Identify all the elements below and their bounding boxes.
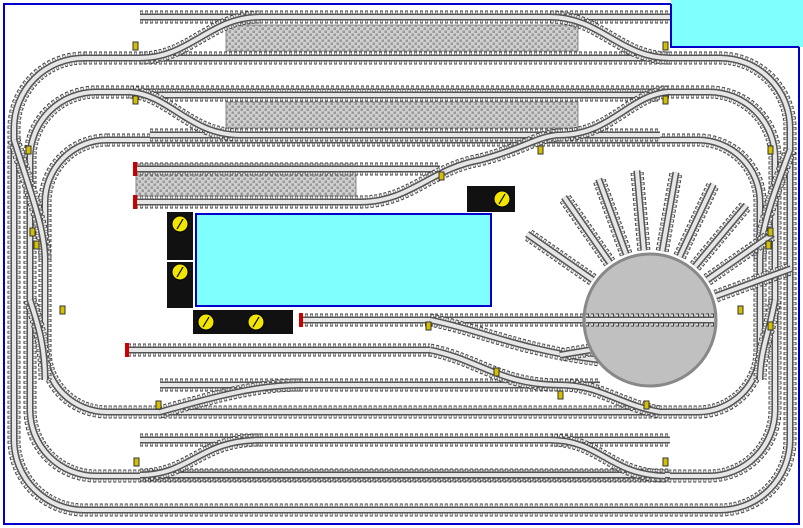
- locomotive: [167, 212, 193, 260]
- crossover-right: [753, 298, 782, 381]
- yard-ladder: [428, 343, 561, 392]
- signal-post: [132, 41, 139, 51]
- signal-post: [33, 240, 40, 250]
- signal-post: [425, 321, 432, 331]
- signal-post: [662, 95, 669, 105]
- signal-post: [537, 145, 544, 155]
- locomotive: [193, 310, 243, 334]
- signal-post: [25, 145, 32, 155]
- signal-post: [132, 95, 139, 105]
- turnout-curve: [549, 10, 671, 65]
- turntable-stall: [558, 343, 592, 362]
- signal-post: [557, 390, 564, 400]
- signal-post: [662, 457, 669, 467]
- turnout-curve: [129, 85, 241, 142]
- crossover-left: [7, 138, 52, 261]
- turntable-stall: [523, 228, 597, 286]
- signals: [25, 41, 774, 467]
- turntable-stall: [630, 170, 651, 251]
- yard-ladder: [158, 378, 301, 419]
- locomotive: [467, 186, 515, 212]
- turntable-stall: [592, 176, 633, 257]
- buffer-stop: [125, 343, 129, 357]
- buffer-stop: [133, 162, 137, 176]
- turntable-stall: [713, 262, 794, 303]
- outer-loop-3: [38, 133, 767, 419]
- turntable-stall: [703, 228, 777, 286]
- signal-post: [643, 400, 650, 410]
- signal-post: [29, 227, 36, 237]
- turnout-curve: [139, 433, 261, 482]
- signal-post: [737, 305, 744, 315]
- signal-post: [767, 321, 774, 331]
- platform-upper: [225, 24, 579, 52]
- platforms: [135, 24, 579, 197]
- signal-post: [59, 305, 66, 315]
- signal-post: [662, 41, 669, 51]
- locomotives: [167, 186, 515, 334]
- signal-post: [133, 457, 140, 467]
- outer-loop-1: [7, 51, 797, 517]
- yard-lead: [359, 128, 561, 209]
- turntable-stall: [655, 171, 683, 253]
- locomotive: [167, 262, 193, 308]
- turnout-curve: [139, 10, 261, 65]
- turnout-curve: [559, 85, 669, 142]
- central-well: [195, 213, 492, 307]
- signal-post: [765, 240, 772, 250]
- turntable-stall: [673, 181, 720, 260]
- signal-post: [767, 145, 774, 155]
- cutout-edge: [670, 4, 799, 48]
- crossover-left: [23, 297, 52, 381]
- signal-post: [493, 367, 500, 377]
- turnout-curve: [549, 433, 666, 483]
- signal-post: [155, 400, 162, 410]
- outer-loop-2: [23, 85, 782, 483]
- signal-post: [438, 171, 445, 181]
- turntable-stall: [558, 193, 616, 267]
- platform-lower: [225, 101, 579, 129]
- track-network: [7, 10, 797, 517]
- signal-post: [767, 227, 774, 237]
- turntable-stall: [690, 200, 752, 271]
- locomotive: [243, 310, 293, 334]
- buffer-stop: [299, 313, 303, 327]
- buffer-stop: [133, 195, 137, 209]
- buffer-stops: [125, 162, 303, 357]
- corner-cutout: [671, 0, 803, 47]
